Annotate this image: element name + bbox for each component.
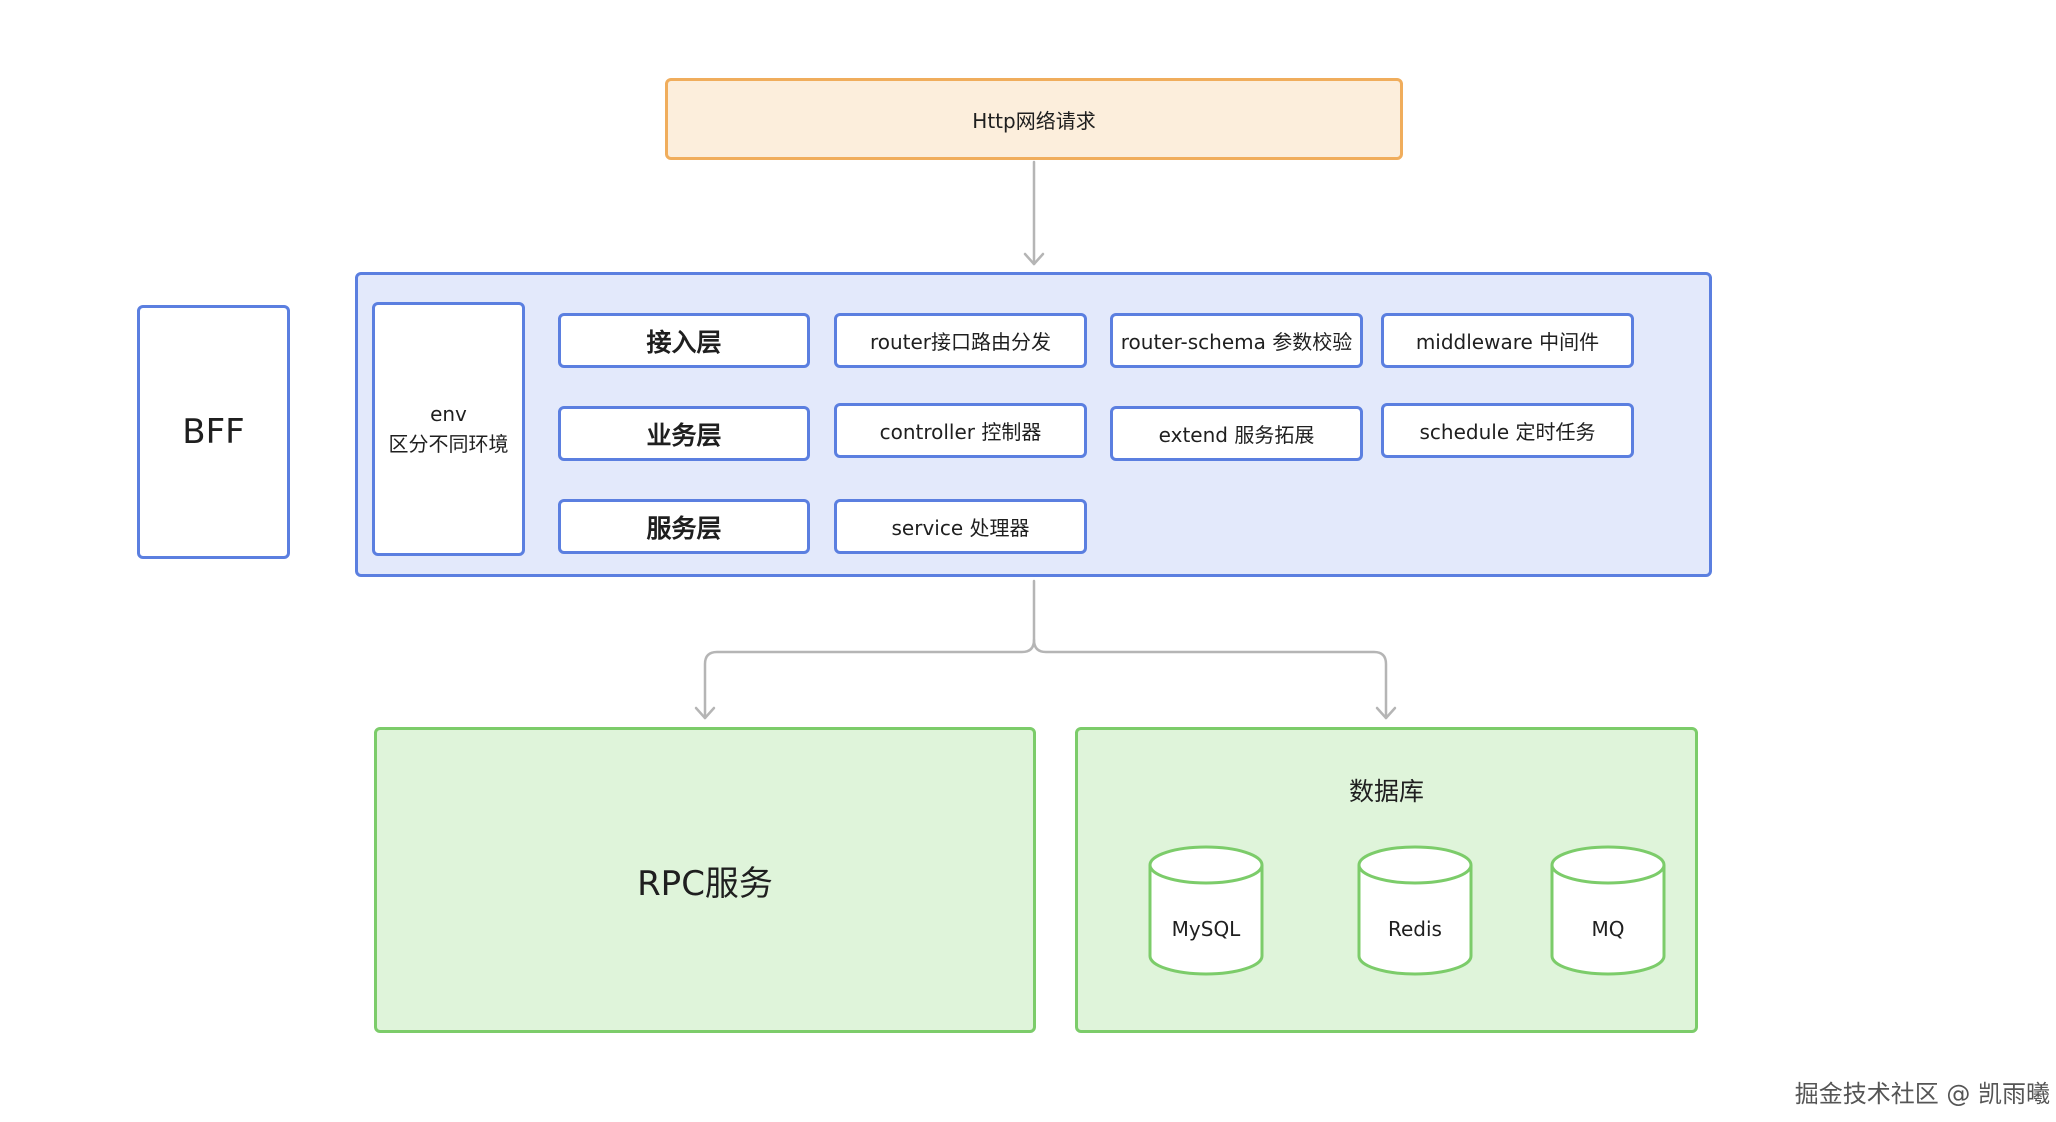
module-middleware: middleware 中间件	[1381, 313, 1634, 368]
bff-label: BFF	[182, 412, 245, 452]
module-schedule-label: schedule 定时任务	[1419, 420, 1596, 444]
layer-service-label: 服务层	[646, 513, 722, 543]
redis-database-icon	[1357, 845, 1473, 976]
http-request-box: Http网络请求	[665, 78, 1403, 160]
http-request-label: Http网络请求	[972, 108, 1096, 133]
module-extend-label: extend 服务拓展	[1158, 423, 1315, 447]
mq-cylinder: MQ	[1549, 843, 1667, 978]
mysql-database-icon	[1148, 845, 1264, 976]
rpc-service-label: RPC服务	[637, 863, 773, 904]
env-label: env	[430, 402, 467, 426]
module-extend: extend 服务拓展	[1110, 406, 1363, 461]
module-router-label: router接口路由分发	[869, 330, 1052, 354]
module-router-schema-label: router-schema 参数校验	[1120, 330, 1353, 354]
module-service: service 处理器	[834, 499, 1087, 554]
module-schedule: schedule 定时任务	[1381, 403, 1634, 458]
database-title: 数据库	[1348, 777, 1424, 806]
module-router-schema: router-schema 参数校验	[1110, 313, 1363, 368]
module-middleware-label: middleware 中间件	[1415, 330, 1600, 354]
layer-access-label: 接入层	[646, 327, 722, 357]
mq-database-icon	[1550, 845, 1666, 976]
arrow-bff-to-rpc	[703, 579, 1036, 720]
env-description: 区分不同环境	[388, 432, 509, 456]
layer-service: 服务层	[558, 499, 810, 554]
arrow-bff-to-db	[1032, 638, 1388, 720]
database-box: 数据库 MySQL Redis MQ	[1075, 727, 1698, 1033]
module-controller: controller 控制器	[834, 403, 1087, 458]
env-box: env 区分不同环境	[372, 302, 525, 556]
module-service-label: service 处理器	[891, 516, 1030, 540]
module-router: router接口路由分发	[834, 313, 1087, 368]
layer-business: 业务层	[558, 406, 810, 461]
rpc-service-box: RPC服务	[374, 727, 1036, 1033]
module-controller-label: controller 控制器	[879, 420, 1042, 444]
mysql-label: MySQL	[1171, 917, 1241, 941]
layer-access: 接入层	[558, 313, 810, 368]
bff-box: BFF	[137, 305, 290, 559]
layer-business-label: 业务层	[646, 420, 722, 450]
mq-label: MQ	[1591, 917, 1625, 941]
redis-label: Redis	[1388, 917, 1442, 941]
mysql-cylinder: MySQL	[1147, 843, 1265, 978]
watermark: 掘金技术社区 @ 凯雨曦	[1794, 1080, 2050, 1108]
redis-cylinder: Redis	[1356, 843, 1474, 978]
